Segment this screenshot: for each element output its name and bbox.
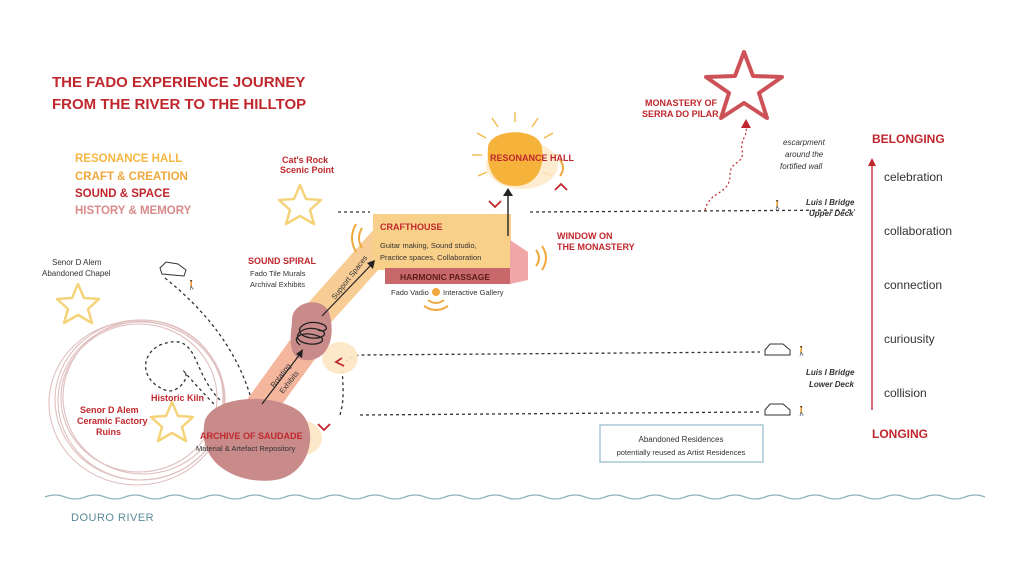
scale-bottom-label: LONGING bbox=[872, 427, 928, 441]
river-label: DOURO RIVER bbox=[71, 512, 154, 524]
pedestrian-icon: 🚶 🚶 🚶 🚶 bbox=[186, 199, 807, 416]
upper-bridge-line-2: Upper Deck bbox=[809, 209, 854, 218]
sound-spiral-title: SOUND SPIRAL bbox=[248, 256, 317, 266]
archive-title: ARCHIVE OF SAUDADE bbox=[200, 431, 303, 441]
car-icon bbox=[159, 261, 791, 416]
sound-spiral-line-1: Fado Tile Murals bbox=[250, 269, 306, 278]
resonance-hall-arrowhead bbox=[503, 188, 513, 196]
title-line-2: FROM THE RIVER TO THE HILLTOP bbox=[52, 96, 306, 113]
residences-box bbox=[599, 424, 764, 463]
escarpment-line-1: escarpment bbox=[783, 138, 826, 147]
fado-vadio-dot bbox=[432, 288, 440, 296]
escarpment-line-2: around the bbox=[785, 150, 824, 159]
crafthouse-block bbox=[373, 214, 511, 270]
factory-line-1: Senor D Alem bbox=[80, 405, 139, 415]
rotating-exhibits-arrowhead bbox=[296, 349, 303, 358]
fado-vadio-label: Fado Vadio bbox=[391, 288, 429, 297]
svg-text:🚶: 🚶 bbox=[796, 405, 807, 416]
archive-to-spiral-band bbox=[238, 340, 318, 418]
monastery-star-icon bbox=[704, 50, 784, 120]
svg-text:🚶: 🚶 bbox=[186, 279, 197, 290]
harmonic-passage-label: HARMONIC PASSAGE bbox=[400, 272, 490, 282]
cats-rock-line-2: Scenic Point bbox=[280, 165, 334, 175]
star-icon bbox=[55, 183, 323, 443]
factory-line-3: Ruins bbox=[96, 427, 121, 437]
upper-bridge-line-1: Luis I Bridge bbox=[806, 198, 855, 207]
scale-level-collaboration: collaboration bbox=[884, 224, 952, 238]
scale-level-celebration: celebration bbox=[884, 170, 943, 184]
sound-spiral-line-2: Archival Exhibits bbox=[250, 280, 305, 289]
sound-spiral-glow bbox=[322, 342, 358, 374]
monastery-line-1: MONASTERY OF bbox=[645, 98, 718, 108]
legend-sound-space: SOUND & SPACE bbox=[75, 188, 170, 200]
ruins-scribble-circle bbox=[48, 319, 226, 486]
factory-line-2: Ceramic Factory bbox=[77, 416, 148, 426]
harmonic-passage-block bbox=[385, 268, 511, 284]
crafthouse-line-2: Practice spaces, Collaboration bbox=[380, 253, 481, 262]
legend: RESONANCE HALL CRAFT & CREATION SOUND & … bbox=[75, 153, 192, 217]
cats-rock-line-1: Cat's Rock bbox=[282, 155, 329, 165]
scale-level-curiousity: curiousity bbox=[884, 332, 935, 346]
rotating-exhibits-arrow bbox=[261, 353, 301, 405]
chevron-markers bbox=[317, 182, 568, 432]
sound-wave-icon bbox=[351, 159, 564, 311]
scale-top-label: BELONGING bbox=[872, 132, 945, 146]
svg-text:🚶: 🚶 bbox=[772, 199, 783, 210]
sound-spiral-coil bbox=[295, 321, 327, 346]
crafthouse-line-1: Guitar making, Sound studio, bbox=[380, 241, 477, 250]
residences-subtitle: potentially reused as Artist Residences bbox=[617, 448, 746, 457]
diagram-title: THE FADO EXPERIENCE JOURNEY FROM THE RIV… bbox=[52, 74, 306, 113]
archive-shape bbox=[203, 398, 311, 481]
scale-level-connection: connection bbox=[884, 278, 942, 292]
window-label-line-1: WINDOW ON bbox=[557, 231, 613, 241]
lower-bridge-line-1: Luis I Bridge bbox=[806, 368, 855, 377]
scale-arrowhead bbox=[868, 158, 876, 166]
archive-subtitle: Material & Artefact Repository bbox=[196, 444, 295, 453]
residences-title: Abandoned Residences bbox=[639, 435, 724, 444]
sound-spiral-shape bbox=[290, 302, 332, 361]
legend-resonance-hall: RESONANCE HALL bbox=[75, 153, 182, 165]
support-spaces-arrowhead bbox=[367, 260, 375, 269]
interactive-gallery-label: Interactive Gallery bbox=[443, 288, 504, 297]
resonance-hall-label: RESONANCE HALL bbox=[490, 153, 575, 163]
window-label-line-2: THE MONASTERY bbox=[557, 242, 635, 252]
svg-text:🚶: 🚶 bbox=[796, 345, 807, 356]
lower-bridge-line-2: Lower Deck bbox=[809, 380, 854, 389]
escarpment-arrowhead bbox=[741, 119, 751, 128]
resonance-hall-shape bbox=[487, 132, 543, 186]
escarpment-line-3: fortified wall bbox=[780, 162, 822, 171]
chapel-line-2: Abandoned Chapel bbox=[42, 269, 111, 278]
title-line-1: THE FADO EXPERIENCE JOURNEY bbox=[52, 74, 305, 91]
historic-kiln-label: Historic Kiln bbox=[151, 393, 204, 403]
river-wave-line bbox=[44, 494, 986, 500]
scale-level-collision: collision bbox=[884, 386, 927, 400]
chapel-line-1: Senor D Alem bbox=[52, 258, 102, 267]
escarpment-path bbox=[704, 127, 747, 211]
support-spaces-arrow bbox=[321, 263, 373, 317]
monastery-line-2: SERRA DO PILAR bbox=[642, 109, 719, 119]
crafthouse-title: CRAFTHOUSE bbox=[380, 222, 443, 232]
legend-history-memory: HISTORY & MEMORY bbox=[75, 205, 192, 217]
window-wedge bbox=[510, 240, 528, 284]
legend-craft-creation: CRAFT & CREATION bbox=[75, 171, 188, 183]
